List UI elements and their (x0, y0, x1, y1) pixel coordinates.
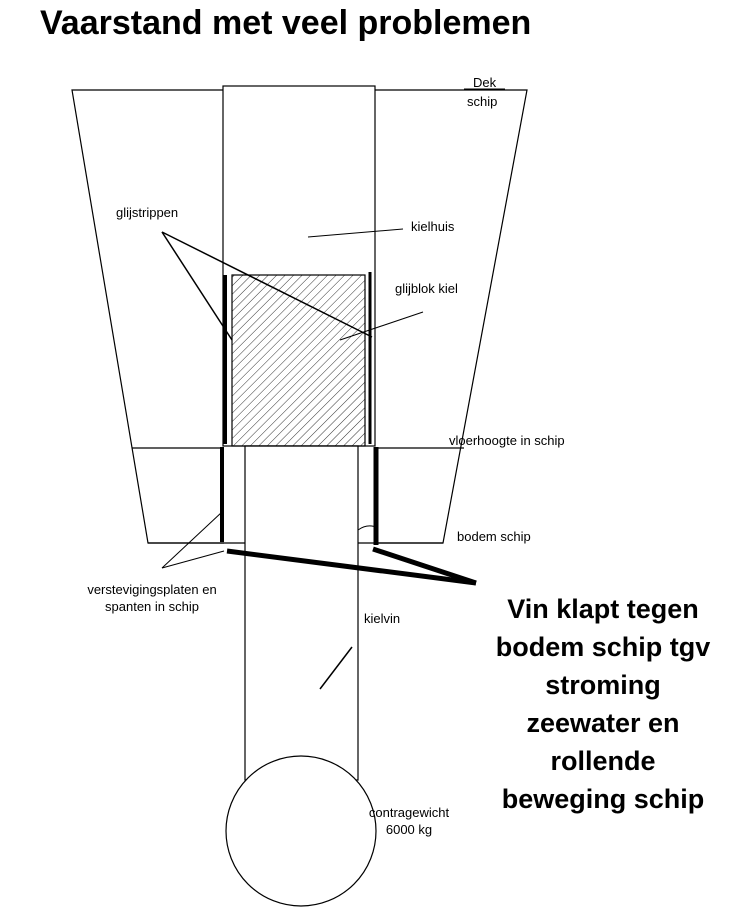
leader-kielvin (319, 646, 353, 690)
leader-strips-left (161, 231, 233, 341)
label-glijblok: glijblok kiel (395, 281, 458, 296)
label-kielhuis: kielhuis (411, 219, 455, 234)
callout-line: Vin klapt tegen (507, 594, 699, 624)
problem-callout: Vin klapt tegen bodem schip tgv stroming… (468, 590, 738, 818)
label-deck-line2: schip (467, 94, 498, 109)
label-kielvin: kielvin (364, 611, 401, 626)
callout-line: bodem schip tgv (495, 632, 711, 662)
leader-versteviging-left (161, 511, 223, 569)
keel-fin (244, 445, 359, 781)
callout-arrow-left (226, 548, 477, 586)
callout-arrow-right (372, 546, 477, 586)
label-contragewicht-line2: 6000 kg (385, 822, 433, 837)
label-deck-line1: Dek (473, 75, 497, 90)
callout-line: zeewater en (526, 708, 680, 738)
label-contragewicht-line1: contragewicht (368, 805, 450, 820)
label-bodem: bodem schip (457, 529, 531, 544)
page-title: Vaarstand met veel problemen (40, 4, 532, 42)
label-vloerhoogte: vloerhoogte in schip (449, 433, 565, 448)
label-versteviging-line2: spanten in schip (105, 599, 199, 614)
leader-strips-right (161, 231, 373, 338)
callout-line: beweging schip (501, 784, 705, 814)
leader-kielhuis (307, 228, 404, 238)
bottom-arc (357, 525, 379, 531)
label-glijstrippen: glijstrippen (116, 205, 179, 220)
leader-versteviging-right (161, 550, 225, 569)
callout-line: rollende (550, 746, 656, 776)
callout-line: stroming (545, 670, 661, 700)
counterweight (225, 755, 377, 907)
leader-glijblok (339, 311, 424, 341)
label-versteviging-line1: verstevigingsplaten en (87, 582, 217, 597)
sliding-block (231, 274, 366, 447)
